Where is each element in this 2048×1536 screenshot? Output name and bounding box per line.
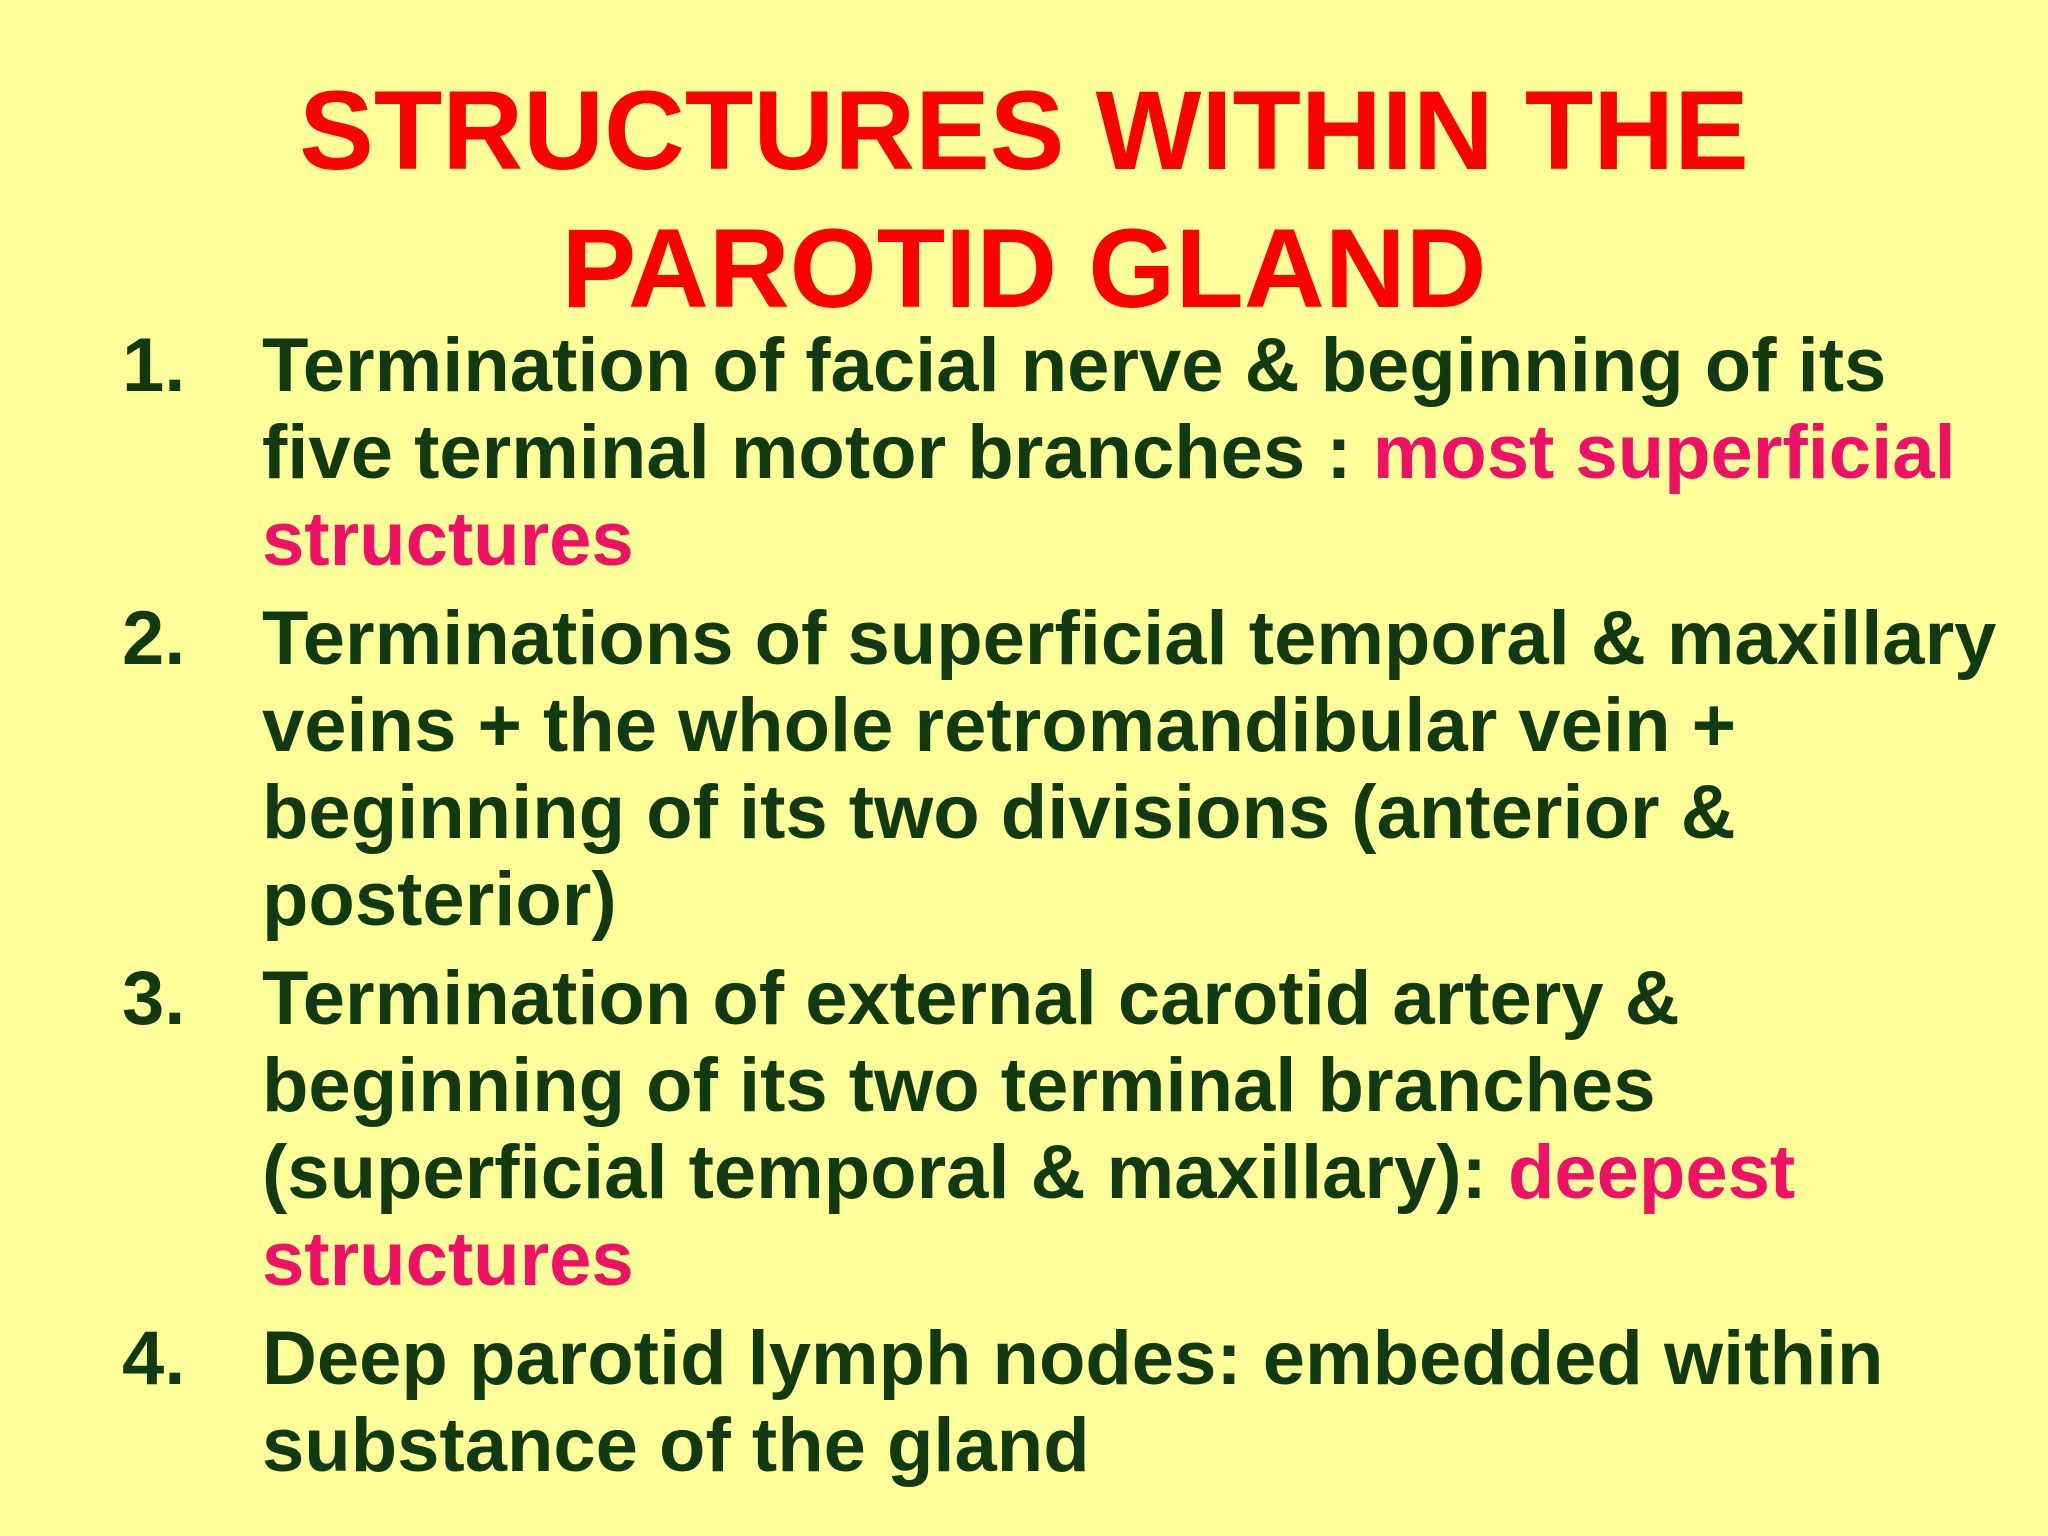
item-number: 3. xyxy=(122,956,186,1041)
item-text: Termination of facial nerve & beginning … xyxy=(262,323,1908,495)
item-highlight: deepest structures xyxy=(262,1130,1796,1302)
item-text: Termination of external carotid artery &… xyxy=(262,956,1701,1215)
slide-title: STRUCTURES WITHIN THE PAROTID GLAND xyxy=(0,62,2048,338)
title-line-2: PAROTID GLAND xyxy=(561,206,1487,331)
item-highlight: most superficial structures xyxy=(262,410,1956,582)
list-item-3: 3. Termination of external carotid arter… xyxy=(0,955,2048,1303)
title-line-1: STRUCTURES WITHIN THE xyxy=(299,68,1749,193)
item-number: 4. xyxy=(122,1316,186,1401)
item-text: Terminations of superficial temporal & m… xyxy=(262,596,2018,942)
list-item-4: 4. Deep parotid lymph nodes: embedded wi… xyxy=(0,1315,2048,1489)
structures-list: 1. Termination of facial nerve & beginni… xyxy=(0,322,2048,1501)
list-item-1: 1. Termination of facial nerve & beginni… xyxy=(0,322,2048,583)
list-item-2: 2. Terminations of superficial temporal … xyxy=(0,595,2048,943)
item-number: 2. xyxy=(122,596,186,681)
item-number: 1. xyxy=(122,323,186,408)
item-text: Deep parotid lymph nodes: embedded withi… xyxy=(262,1316,1905,1488)
